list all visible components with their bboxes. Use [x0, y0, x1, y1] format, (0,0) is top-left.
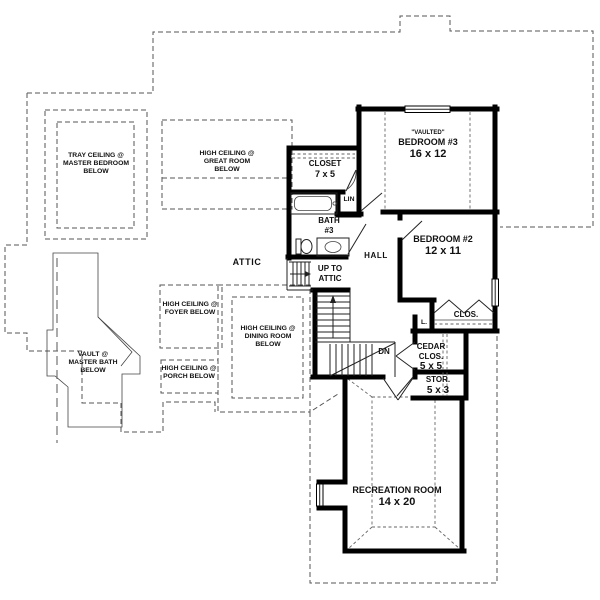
label-great-room-ceiling: HIGH CEILING @ GREAT ROOM BELOW	[199, 150, 255, 173]
label-foyer-ceiling: HIGH CEILING @ FOYER BELOW	[162, 301, 218, 316]
label-closet-bedroom2: CLOS.	[453, 310, 479, 319]
label-porch-ceiling: HIGH CEILING @ PORCH BELOW	[161, 365, 217, 380]
vault-outline	[46, 252, 141, 443]
label-storage: STOR. 5 x 3	[425, 375, 451, 396]
label-linen: LIN	[343, 196, 355, 203]
label-vault-master-bath: VAULT @ MASTER BATH BELOW	[68, 351, 118, 374]
fixtures	[290, 153, 493, 396]
label-bath3: BATH #3	[318, 216, 340, 235]
label-up-to-attic: UP TO ATTIC	[317, 264, 343, 283]
doors	[345, 169, 495, 401]
label-stairs-down: DN	[378, 347, 390, 356]
roof-outline	[4, 15, 594, 584]
label-l-closet: L.	[420, 319, 428, 326]
walls	[285, 104, 500, 554]
attic-ladder	[286, 258, 313, 291]
label-bedroom3: "VAULTED" BEDROOM #3 16 x 12	[398, 130, 458, 160]
label-hall: HALL	[364, 251, 388, 260]
label-recreation-room: RECREATION ROOM 14 x 20	[352, 485, 442, 508]
label-cedar-closet: CEDAR CLOS. 5 x 5	[416, 342, 446, 372]
label-bedroom2: BEDROOM #2 12 x 11	[413, 234, 473, 257]
label-dining-ceiling: HIGH CEILING @ DINING ROOM BELOW	[240, 325, 296, 348]
label-closet: CLOSET 7 x 5	[308, 159, 342, 179]
stairs	[315, 290, 396, 377]
windows	[316, 105, 499, 507]
label-attic: ATTIC	[232, 257, 262, 267]
label-tray-ceiling: TRAY CEILING @ MASTER BEDROOM BELOW	[62, 152, 130, 175]
